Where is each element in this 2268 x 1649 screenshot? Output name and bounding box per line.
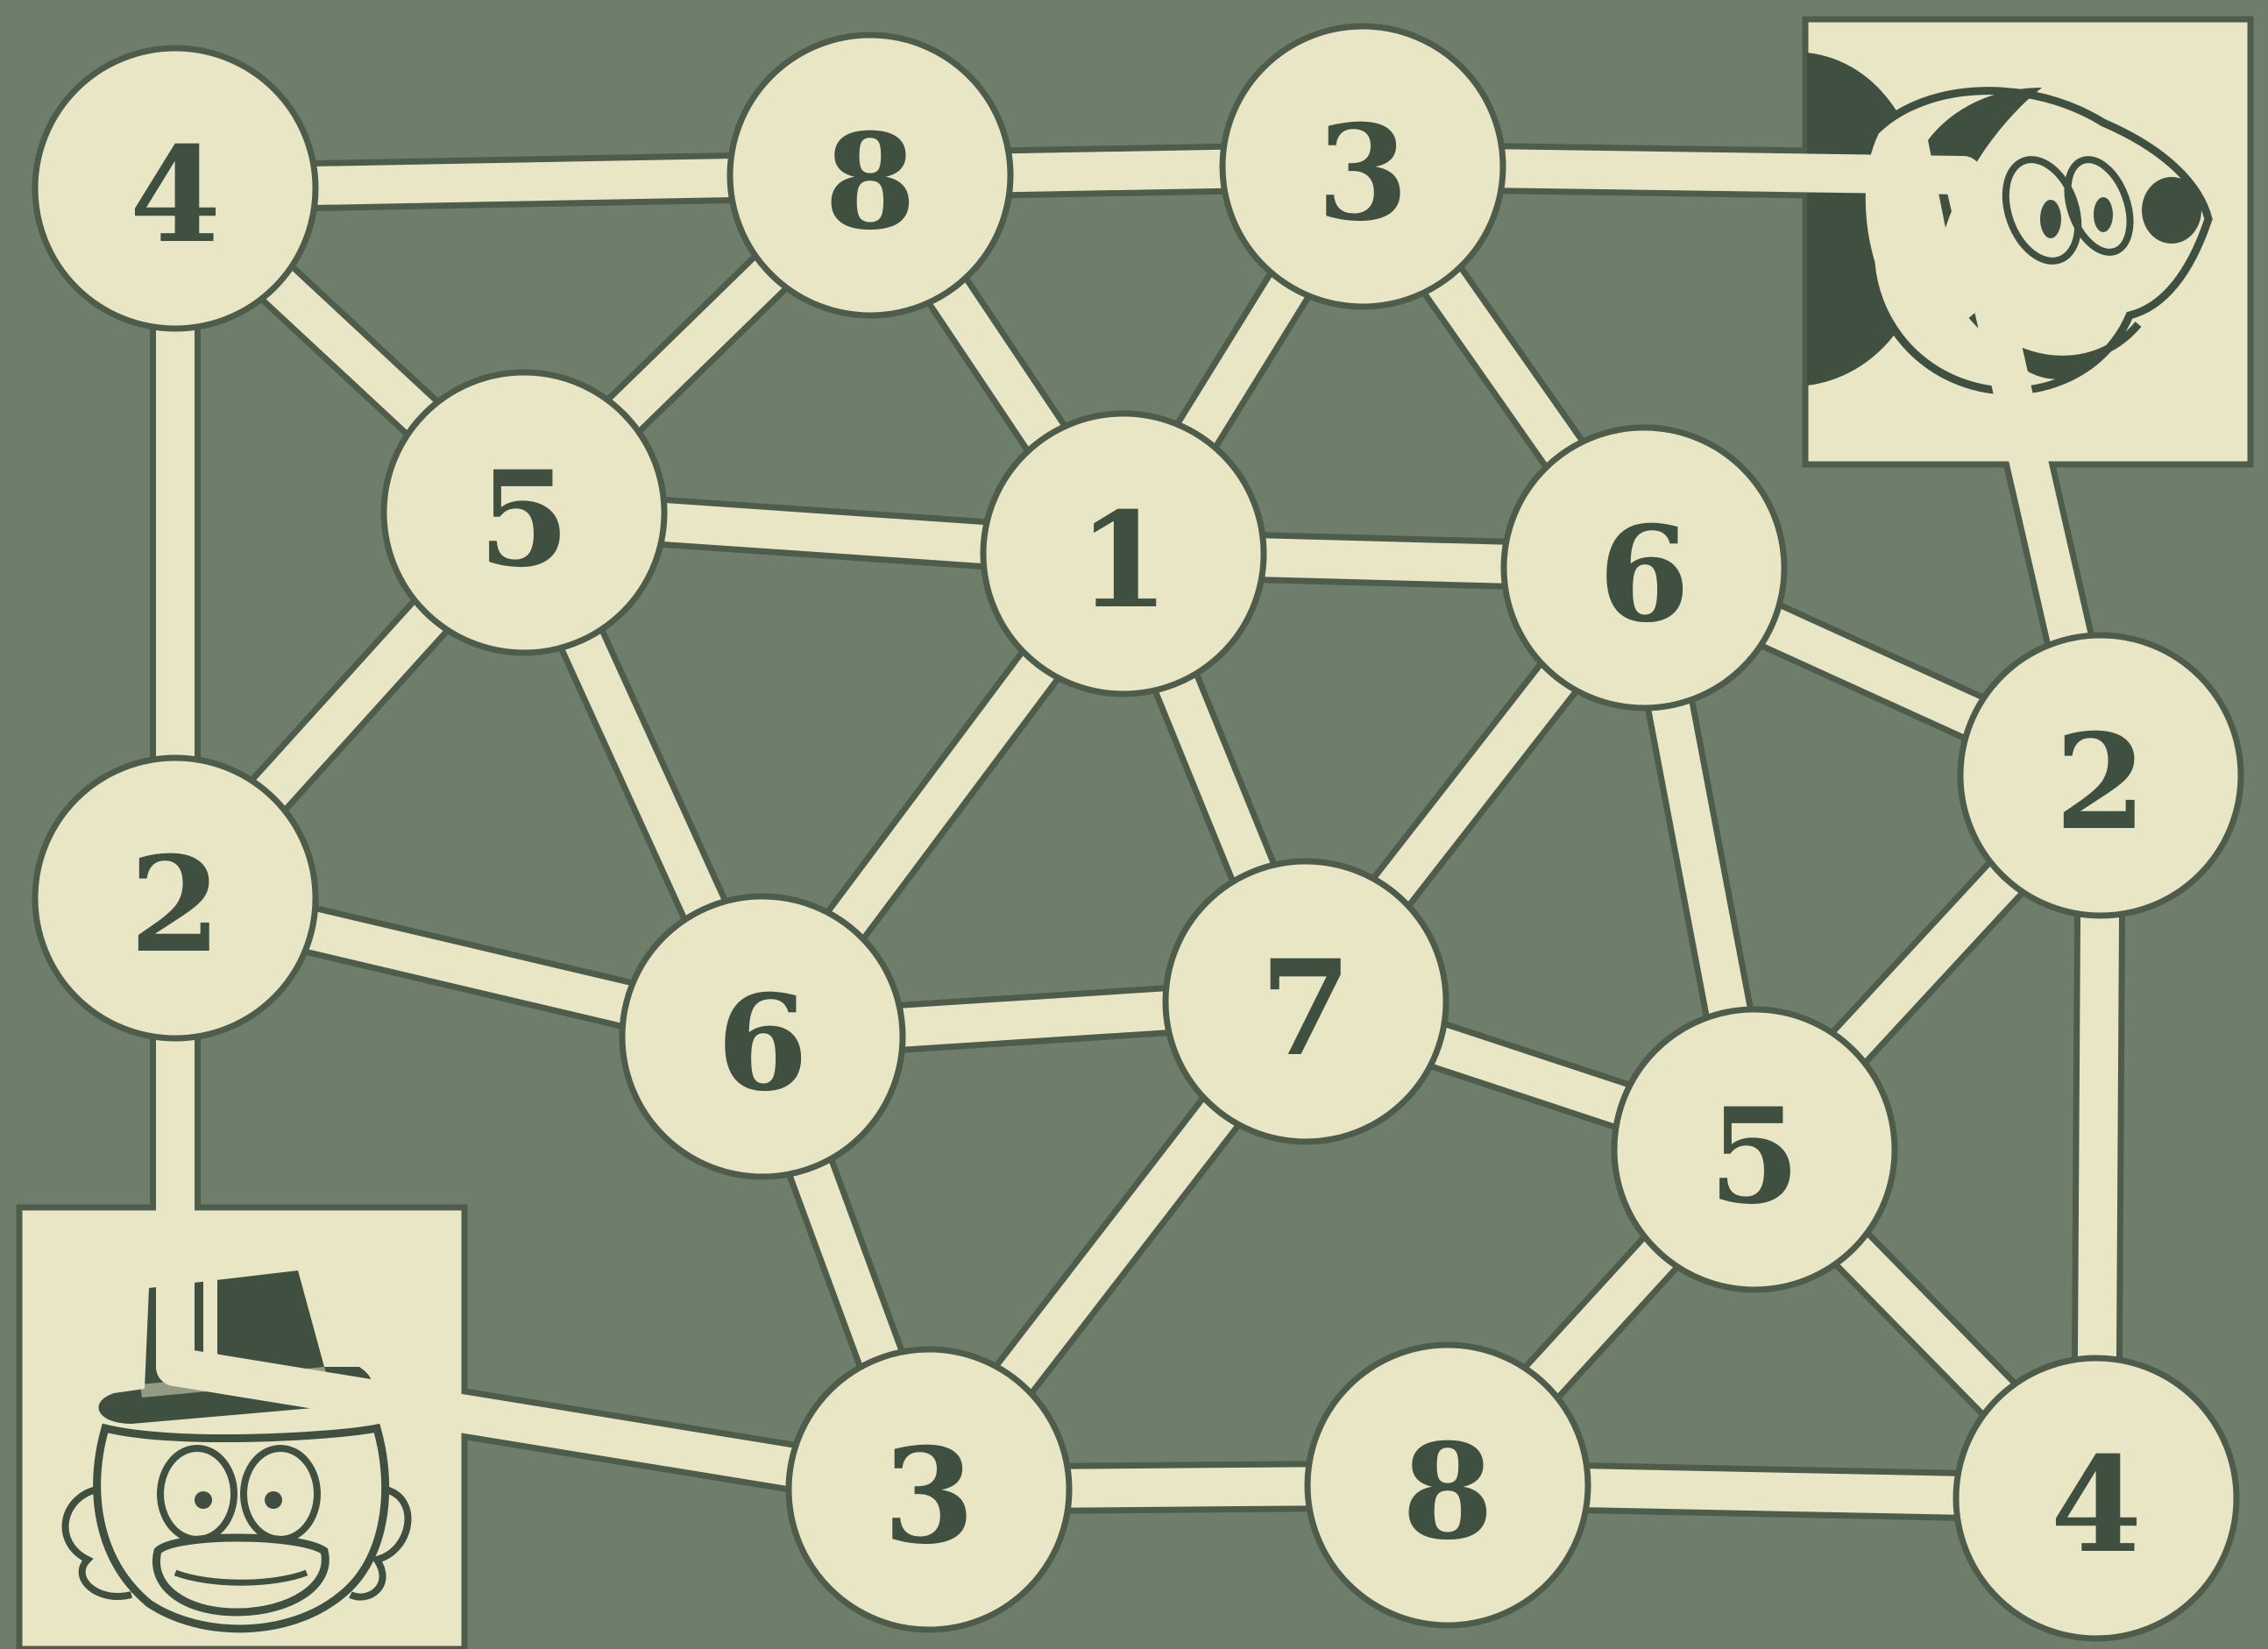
maze-node-n5[interactable]: 1 <box>983 414 1264 694</box>
mickey-nose-icon <box>2142 177 2201 244</box>
node-number: 1 <box>1078 484 1169 638</box>
node-number: 5 <box>478 442 570 597</box>
node-number: 7 <box>1260 931 1351 1086</box>
node-number: 3 <box>1317 96 1408 251</box>
maze-node-n14[interactable]: 4 <box>1956 1358 2236 1638</box>
node-number: 8 <box>1402 1415 1493 1569</box>
scrooge-mcduck-portrait[interactable] <box>19 1207 464 1649</box>
node-number: 8 <box>825 105 916 259</box>
node-number: 5 <box>1709 1079 1800 1234</box>
maze-node-n8[interactable]: 2 <box>35 758 315 1038</box>
maze-node-n7[interactable]: 2 <box>1960 635 2241 916</box>
node-number: 2 <box>130 828 221 982</box>
maze-node-n11[interactable]: 5 <box>1614 1009 1895 1290</box>
node-number: 6 <box>1598 498 1690 652</box>
node-number: 3 <box>883 1419 975 1574</box>
maze-node-n13[interactable]: 8 <box>1308 1345 1588 1625</box>
maze-node-n3[interactable]: 3 <box>1223 26 1503 307</box>
maze-node-n10[interactable]: 7 <box>1166 861 1446 1142</box>
maze-node-n6[interactable]: 6 <box>1504 428 1784 708</box>
maze-node-n4[interactable]: 5 <box>384 372 664 653</box>
maze-node-n9[interactable]: 6 <box>622 896 903 1177</box>
maze-node-n1[interactable]: 4 <box>35 48 315 329</box>
node-number: 4 <box>2051 1428 2142 1582</box>
node-number: 2 <box>2055 705 2146 860</box>
node-number: 4 <box>130 118 221 272</box>
maze-node-n2[interactable]: 8 <box>730 35 1010 315</box>
node-number: 6 <box>717 966 808 1121</box>
maze-node-n12[interactable]: 3 <box>789 1349 1069 1630</box>
